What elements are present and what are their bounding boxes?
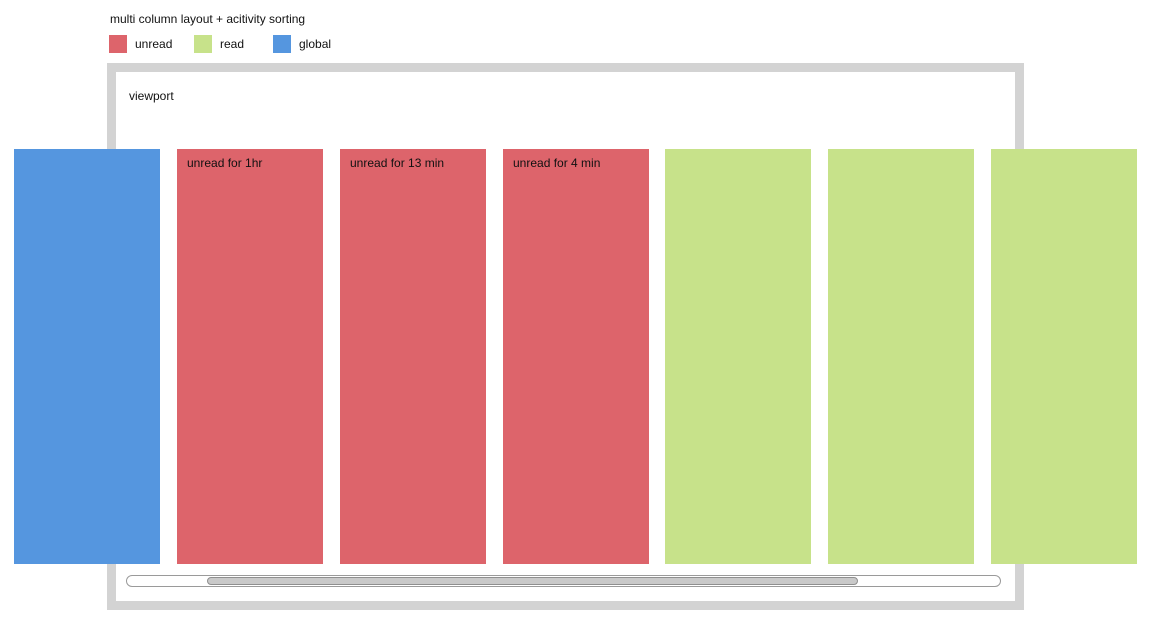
scrollbar-thumb[interactable]: [207, 577, 858, 585]
horizontal-scrollbar[interactable]: [126, 575, 1001, 587]
column-read-3: [991, 149, 1137, 564]
legend-item-global: global: [273, 35, 331, 53]
column-read-2: [828, 149, 974, 564]
column-label: unread for 1hr: [187, 156, 263, 170]
legend-swatch-read: [194, 35, 212, 53]
column-unread-1hr: unread for 1hr: [177, 149, 323, 564]
legend-label-unread: unread: [135, 36, 173, 51]
legend-label-global: global: [299, 36, 332, 51]
legend-swatch-unread: [109, 35, 127, 53]
legend-swatch-global: [273, 35, 291, 53]
column-global: [14, 149, 160, 564]
legend-item-read: read: [194, 35, 244, 53]
legend-label-read: read: [220, 36, 245, 51]
legend-item-unread: unread: [109, 35, 172, 53]
column-unread-4min: unread for 4 min: [503, 149, 649, 564]
diagram-title: multi column layout + acitivity sorting: [110, 12, 306, 26]
column-label: unread for 4 min: [513, 156, 601, 170]
column-read-1: [665, 149, 811, 564]
column-unread-13min: unread for 13 min: [340, 149, 486, 564]
viewport-label: viewport: [129, 89, 174, 103]
column-label: unread for 13 min: [350, 156, 445, 170]
